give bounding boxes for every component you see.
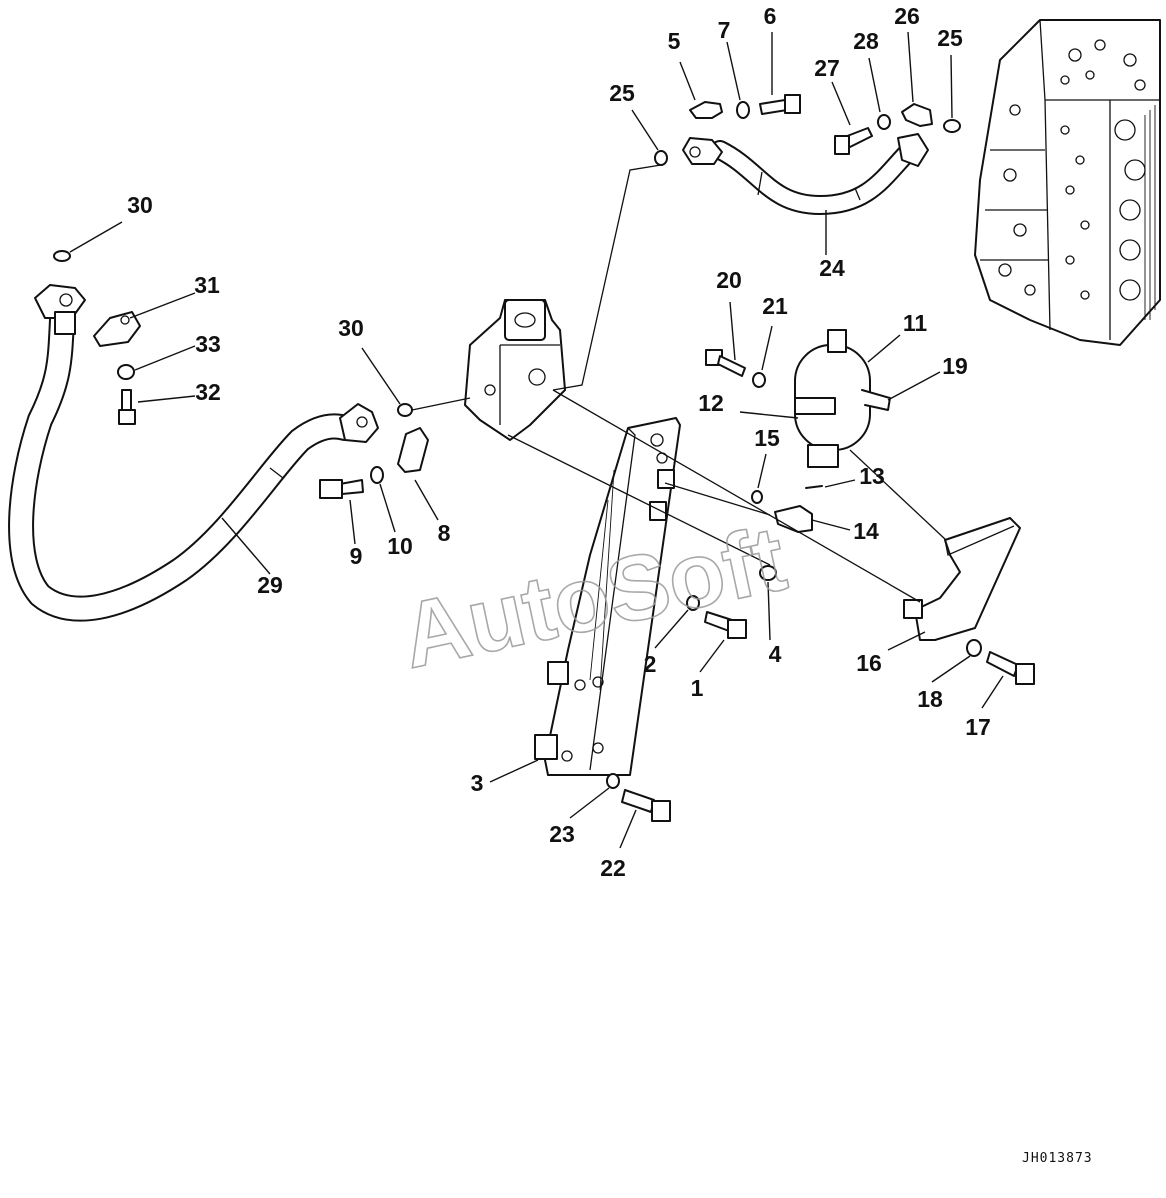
callout-2[interactable]: 2 [644, 651, 657, 677]
accumulator-11 [794, 329, 891, 468]
callout-30-top[interactable]: 30 [127, 192, 153, 218]
callout-12[interactable]: 12 [698, 390, 724, 416]
hose-29 [8, 284, 379, 622]
callout-6[interactable]: 6 [764, 3, 777, 29]
callout-9[interactable]: 9 [350, 543, 363, 569]
document-code: JH013873 [1022, 1151, 1093, 1166]
callout-25-left[interactable]: 25 [609, 80, 635, 106]
callout-11[interactable]: 11 [903, 310, 928, 336]
assembly-lines [411, 164, 947, 603]
callout-7[interactable]: 7 [718, 17, 731, 43]
callout-1[interactable]: 1 [691, 675, 704, 701]
callout-27[interactable]: 27 [814, 55, 840, 81]
callout-18[interactable]: 18 [917, 686, 943, 712]
callout-4[interactable]: 4 [769, 641, 782, 667]
bracket-16 [903, 517, 1021, 641]
callout-17[interactable]: 17 [965, 714, 991, 740]
callout-32[interactable]: 32 [195, 379, 221, 405]
leader-lines [69, 31, 1004, 849]
callout-25-right[interactable]: 25 [937, 25, 963, 51]
bracket-3 [534, 417, 681, 776]
callout-23[interactable]: 23 [549, 821, 575, 847]
callout-13[interactable]: 13 [859, 463, 885, 489]
callout-15[interactable]: 15 [754, 425, 780, 451]
callout-labels: 1 2 3 4 5 6 7 8 9 10 11 12 13 14 15 16 1… [127, 3, 991, 881]
small-parts [53, 94, 1035, 822]
callout-30-mid[interactable]: 30 [338, 315, 364, 341]
callout-28[interactable]: 28 [853, 28, 879, 54]
solenoid-valve-block [464, 299, 566, 441]
control-valve-assembly [974, 19, 1161, 346]
callout-8[interactable]: 8 [438, 520, 451, 546]
callout-10[interactable]: 10 [387, 533, 413, 559]
callout-29[interactable]: 29 [257, 572, 283, 598]
callout-16[interactable]: 16 [856, 650, 882, 676]
callout-19[interactable]: 19 [942, 353, 968, 379]
callout-31[interactable]: 31 [194, 272, 220, 298]
callout-21[interactable]: 21 [762, 293, 788, 319]
callout-14[interactable]: 14 [853, 518, 879, 544]
callout-20[interactable]: 20 [716, 267, 742, 293]
callout-26[interactable]: 26 [894, 3, 920, 29]
callout-33[interactable]: 33 [195, 331, 221, 357]
hose-24 [682, 133, 929, 216]
callout-22[interactable]: 22 [600, 855, 626, 881]
callout-5[interactable]: 5 [668, 28, 681, 54]
callout-24[interactable]: 24 [819, 255, 845, 281]
callout-3[interactable]: 3 [471, 770, 484, 796]
